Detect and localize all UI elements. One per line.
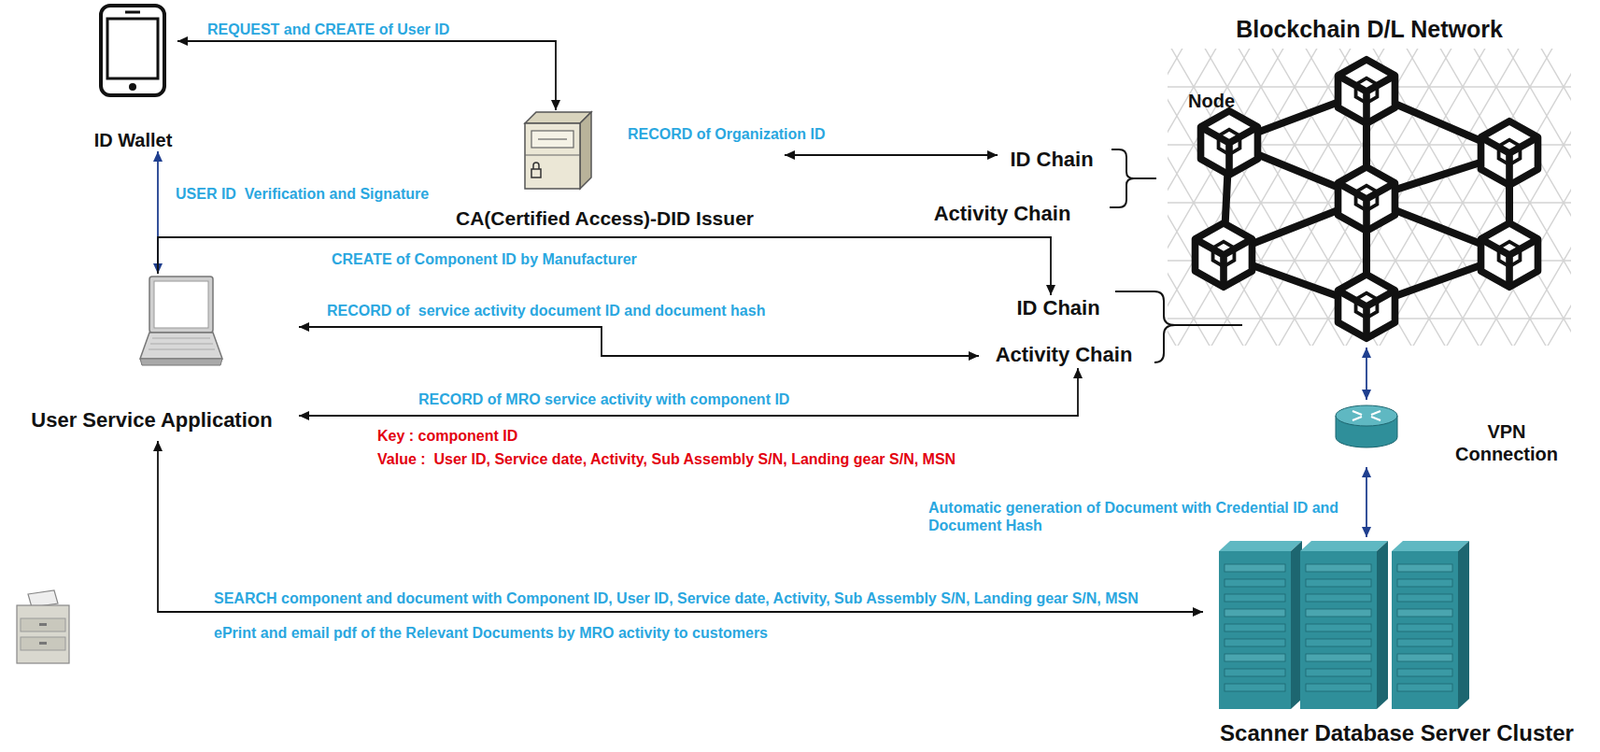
edge-label: SEARCH component and document with Compo… <box>213 589 1139 608</box>
node-title: Blockchain D/L Network <box>1235 14 1503 43</box>
router-icon <box>1335 405 1398 448</box>
connector-arrow <box>157 237 1051 296</box>
chain-label: ID Chain <box>997 146 1106 173</box>
node-title: ID Chain <box>1009 147 1093 172</box>
node-title: CA(Certified Access)-DID Issuer <box>455 206 754 230</box>
edge-label: RECORD of Organization ID <box>627 125 826 143</box>
connector-arrow <box>1365 347 1368 400</box>
key-note: Key : component ID <box>377 426 518 445</box>
edge-label: REQUEST and CREATE of User ID <box>207 20 450 39</box>
chain-bracket <box>1115 291 1243 363</box>
value-note: Value : User ID, Service date, Activity,… <box>377 450 956 468</box>
connector-arrow <box>157 440 1204 612</box>
connector-arrow <box>177 41 556 111</box>
server-cluster-node: Scanner Database Server Cluster <box>1203 537 1591 749</box>
connector-arrow <box>298 326 979 356</box>
blockchain-node: Blockchain D/L Network <box>1167 9 1572 348</box>
application-node: User Service Application <box>4 273 299 441</box>
node-title: ID Wallet <box>94 128 173 152</box>
chain-label: Activity Chain <box>978 341 1149 369</box>
node-title: Activity Chain <box>995 342 1133 368</box>
node-title: Activity Chain <box>934 201 1072 227</box>
laptop-icon <box>140 276 223 366</box>
eprint-note: ePrint and email pdf of the Relevant Doc… <box>213 623 768 642</box>
edge-label: CREATE of Component ID by Manufacturer <box>331 250 638 269</box>
edge-label: RECORD of service activity document ID a… <box>326 301 765 320</box>
chain-label: ID Chain <box>1006 295 1110 322</box>
phone-icon <box>100 5 165 96</box>
wallet-node: ID Wallet <box>88 4 178 152</box>
node-title: ID Chain <box>1016 296 1100 321</box>
node-callout: Node <box>1188 89 1235 113</box>
chain-bracket <box>1109 149 1157 208</box>
generation-note: Automatic generation of Document with Cr… <box>928 498 1340 535</box>
ca-server-icon <box>524 112 592 189</box>
vpn-node: VPN Connection <box>1330 399 1567 468</box>
edge-label: USER ID Verification and Signature <box>175 184 429 203</box>
connector-arrow <box>1365 467 1368 538</box>
connector-arrow <box>298 368 1078 416</box>
node-title: Scanner Database Server Cluster <box>1219 720 1574 748</box>
printer-icon <box>16 590 70 664</box>
edge-label: RECORD of MRO service activity with comp… <box>418 390 790 409</box>
server-cluster-picture <box>1218 540 1470 709</box>
blockchain-network-picture <box>1167 48 1572 346</box>
node-title: VPN Connection <box>1450 420 1563 466</box>
chain-label: Activity Chain <box>922 200 1082 227</box>
node-title: User Service Application <box>30 408 272 433</box>
server-slots <box>1224 564 1453 692</box>
connector-arrow <box>784 154 998 156</box>
